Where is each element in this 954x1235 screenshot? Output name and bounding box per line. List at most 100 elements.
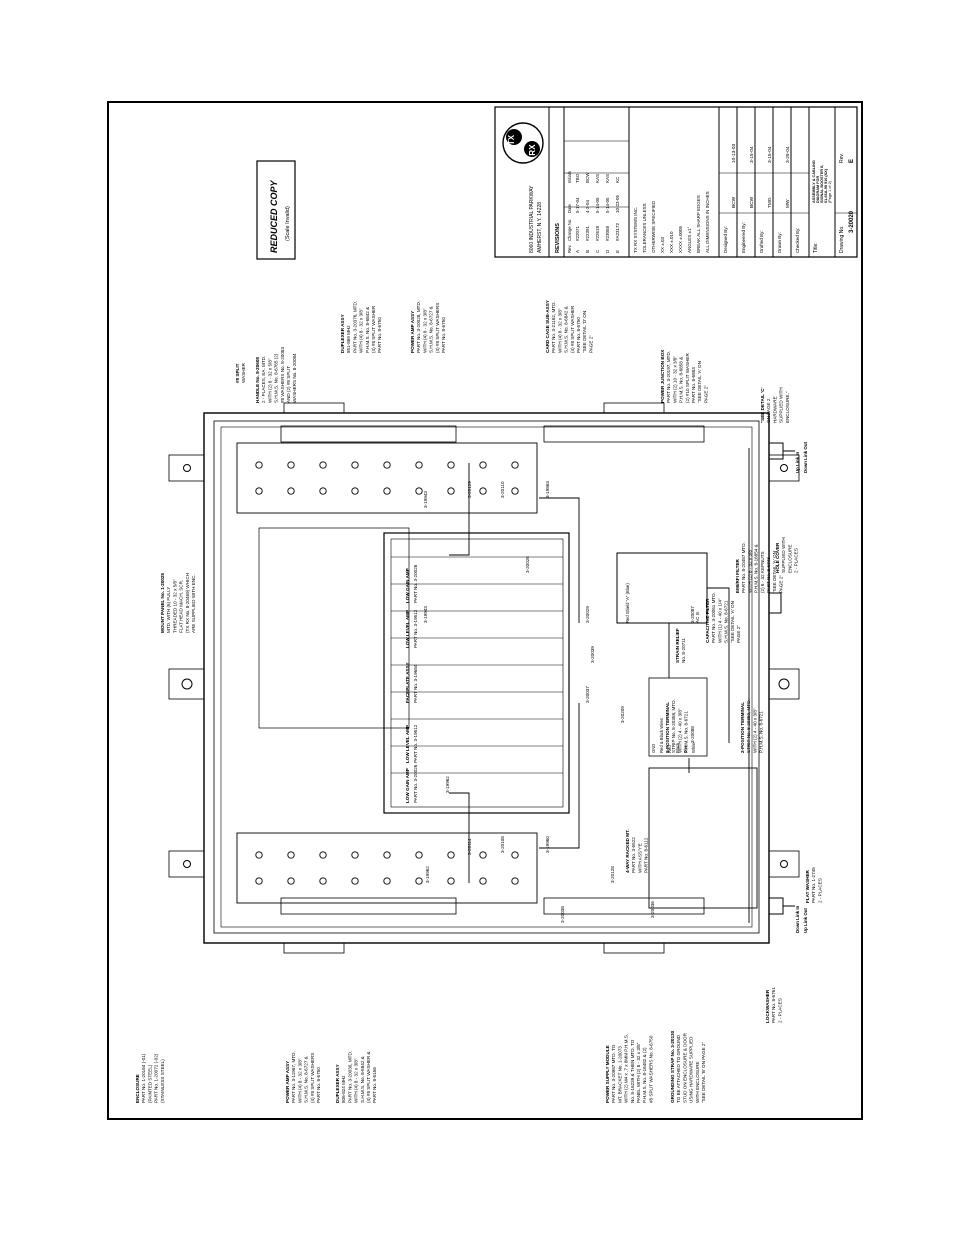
- callout-line: "SEE DETAIL 'B' ON PAGE 2": [701, 1042, 706, 1103]
- tolerance-line: TOLERANCES UNLESS: [642, 203, 647, 253]
- callout-line: 806-824 MHz: [341, 1075, 346, 1103]
- tolerance-line: OTHERWISE SPECIFIED: [651, 200, 656, 253]
- callout-line: PART No. 3-21162, MTD.: [551, 301, 556, 353]
- callout-line: PART No. 3-20061 MTD.: [711, 592, 716, 643]
- connector-label: Up Link Out: [803, 908, 808, 933]
- callout-line: #8 SPLIT: [235, 363, 240, 383]
- resonator-port: [351, 487, 359, 495]
- resonator-port: [479, 461, 487, 469]
- module-part-label: 3-19863: [545, 481, 550, 498]
- callout-line: (4) #8 SPLIT WASHER: [570, 305, 575, 353]
- resonator-port: [319, 461, 327, 469]
- callout-line: SUPPLIED WITH: [779, 387, 784, 423]
- callout-line: 4-WAY RACKED MT.: [625, 829, 630, 873]
- callout-line: HARDWARE: [772, 396, 777, 423]
- callout-line: PAGE 2": [736, 625, 741, 643]
- resonator-port: [511, 851, 519, 859]
- tolerance-line: XXX ±.010: [669, 231, 674, 253]
- module-part-label: 3-20108: [500, 836, 505, 853]
- revision-column-header: Date: [567, 203, 572, 213]
- module-part-label: 3-19962: [425, 866, 430, 883]
- signature-date: 3-15-04: [749, 146, 755, 163]
- callout-line: STRIP No. 8-20359, MTD.: [746, 699, 751, 753]
- duplexer-resonators: [255, 461, 519, 885]
- card-slot-label: LOW GAIN AMP: [405, 568, 410, 603]
- resonator-port: [511, 877, 519, 885]
- resonator-port: [479, 851, 487, 859]
- module-part-label: 3-19962: [445, 776, 450, 793]
- junction-box-label: Red Shield "A" (Blue): [625, 583, 630, 623]
- callout-line: POWER AMP ASSY: [285, 1061, 290, 1103]
- revision-column-header: Rev.: [567, 245, 572, 253]
- revision-column-header: Initials: [567, 171, 572, 183]
- callout-line: (4) #8 SPLIT WASHERS: [310, 1053, 315, 1103]
- rev-label: Rev.: [839, 153, 845, 163]
- module-part-label: 3-20088: [690, 726, 695, 743]
- callout-line: SUPPLIED WITH: [781, 537, 786, 573]
- callout-line: STRIP No. 8-20358, MTD.: [671, 699, 676, 753]
- drawing-sheet: TX RX 8060 INDUSTRIAL PARKWAY AMHERST, N…: [107, 101, 863, 1120]
- reduced-copy-title: REDUCED COPY: [269, 179, 279, 253]
- resonator-port: [319, 851, 327, 859]
- callout-line: P.H.M.S. No. 8-6858 &: [679, 357, 684, 403]
- callout-line: DUPLEXER ASSY: [335, 1064, 340, 1103]
- callout-line: P.H.M.S. No. 8-6721: [684, 711, 689, 753]
- drawing-number: 3-20020: [849, 210, 855, 233]
- signature-date: 10-13-03: [731, 143, 737, 163]
- revision-cell: KAS: [605, 174, 610, 183]
- revision-table: Rev.Change No.DateInitialsA#220715-17-04…: [567, 171, 620, 253]
- callout-line: MTD. WITH (6) FULLY: [166, 587, 171, 633]
- callout-line: PART No. 3-20197, MTD.: [666, 351, 671, 403]
- callout-line: PAGE 2": [778, 575, 783, 593]
- callout-line: PART No. 1-20164 (-01): [141, 1053, 146, 1103]
- title-line: 61-66A-90 916 (XX): [824, 168, 828, 203]
- resonator-port: [447, 461, 455, 469]
- callout-line: 2 - PLACES: [794, 548, 799, 573]
- resonator-port: [511, 487, 519, 495]
- tolerance-line: ANGLES ±1°: [687, 227, 692, 253]
- tolerance-line: XX ±.03: [660, 237, 665, 253]
- signature-date: 3-29-04: [785, 146, 791, 163]
- callout-line: ENCLOSURE.": [785, 391, 790, 423]
- resonator-port: [447, 851, 455, 859]
- callout-line: 851-869 MHz: [346, 325, 351, 353]
- module-part-label: 3-19943: [423, 491, 428, 508]
- callout-line: ENCLOSURE: [787, 544, 792, 573]
- callout-line: CAPACITIVE FILTER: [705, 598, 710, 643]
- signature-name: TMG: [767, 197, 773, 208]
- callout-line: PART No. 3-20030, MTD.: [347, 1051, 352, 1103]
- revision-cell: 5-14-05: [605, 197, 610, 213]
- callout-line: (PAINTED STEEL): [147, 1064, 152, 1103]
- callout-line: STRAIN RELIEF: [675, 628, 680, 663]
- callout-line: S.H.M.S. No. 8-6765 (2): [274, 353, 279, 403]
- rf-connectors: [768, 442, 795, 915]
- module-part-label: 3-20128: [610, 866, 615, 883]
- title-label: Title:: [813, 242, 819, 253]
- enclosure-body: [168, 402, 800, 954]
- callout-line: WITH (4) 8 - 32 x 3/8": [354, 1058, 359, 1103]
- module-part-label: 3-20087: [690, 606, 695, 623]
- revision-cell: #22391: [585, 225, 590, 241]
- terminal-label: GND: [651, 744, 656, 753]
- callout-line: PART No. 8-6112: [644, 837, 649, 873]
- callout-line: PAGE 2": [703, 385, 708, 403]
- callout-line: FLAT HEAD MACH. SCR.: [179, 580, 184, 633]
- callout-line: CARD CAGE SUB-ASSY: [545, 300, 550, 353]
- callout-line: WITH (4) 8 - 32 x 3/8": [359, 308, 364, 353]
- card-slot-label: LOW GAIN AMP: [405, 768, 410, 803]
- resonator-port: [319, 487, 327, 495]
- callout-line: PART No. 8-6750: [576, 317, 581, 353]
- module-part-label: 3-20129: [467, 481, 472, 498]
- resonator-port: [255, 877, 263, 885]
- revision-cell: #22618: [595, 225, 600, 241]
- revision-cell: TBO: [575, 173, 580, 183]
- resonator-port: [447, 487, 455, 495]
- callout-line: PART No. 8-6750: [441, 317, 446, 353]
